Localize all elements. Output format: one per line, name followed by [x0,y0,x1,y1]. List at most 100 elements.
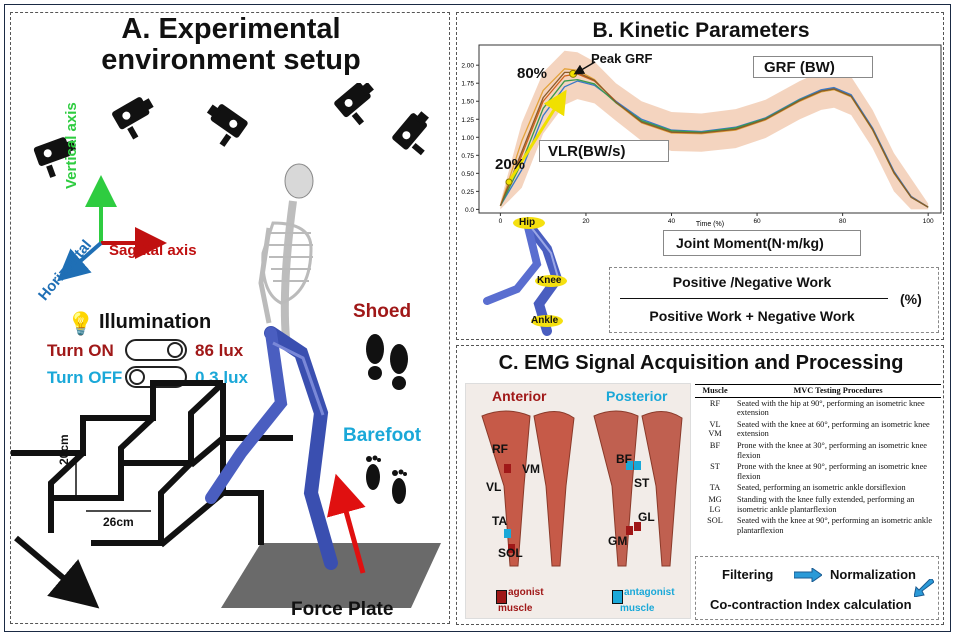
footprint-icon [366,455,407,504]
muscle-rf: RF [492,442,508,456]
lightbulb-icon: 💡 [67,311,95,336]
mvc-table-wrapper: Muscle MVC Testing Procedures RF Seated w… [695,384,941,536]
turn-off-label: Turn OFF [47,368,123,387]
mvc-row-muscle: ST [710,462,720,472]
electrode-markers [504,461,641,553]
formula-fraction-line [620,298,888,299]
mvc-row-muscle: TA [709,483,721,493]
figure-frame [4,4,951,632]
staircase [11,380,293,609]
muscle-gl: GL [638,510,655,524]
legend-antagonist-line2: muscle [620,603,655,614]
mvc-table: Muscle MVC Testing Procedures RF Seated w… [695,384,941,536]
step-depth-label: 26cm [103,515,134,529]
panel-c-title: C. EMG Signal Acquisition and Processing [498,352,904,374]
processing-pipeline: Filtering Normalization Co-contraction I… [695,556,939,620]
legend-agonist-line2: muscle [498,603,533,614]
muscle-ta: TA [492,514,508,528]
joint-knee-label: Knee [537,275,562,286]
peak-grf-label: Peak GRF [591,51,653,66]
mvc-row-muscle: RF [709,398,721,408]
cci-label: Co-contraction Index calculation [710,597,912,612]
y-tick-label: 1.00 [461,135,474,142]
mvc-row-muscle: SOL [707,516,723,526]
horizontal-axis-arrow [56,241,103,282]
mvc-row-procedure: Seated with the knee at 60°, performing … [737,419,930,439]
muscle-anatomy-figure: Anterior Posterior RF VM VL T [465,383,691,619]
muscle-vl: VL [486,480,502,494]
mvc-row: ST Prone with the knee at 90°, performing… [695,461,941,482]
formula-denominator: Positive Work + Negative Work [649,308,855,324]
y-tick-label: 0.50 [461,171,474,178]
down-left-arrow-icon [914,579,934,597]
mvc-row-procedure: Prone with the knee at 30°, performing a… [737,440,927,460]
turn-on-value: 86 lux [195,341,244,360]
posterior-label: Posterior [606,388,668,404]
mvc-row-procedure: Prone with the knee at 90°, performing a… [737,462,927,481]
joint-ankle-label: Ankle [531,315,559,326]
camera-icon [334,83,374,126]
step-height-label: 20cm [57,434,71,465]
vlr-start-point [505,178,513,186]
formula-unit: (%) [900,291,922,307]
force-plate-label: Force Plate [291,599,394,620]
panel-emg: C. EMG Signal Acquisition and Processing… [456,345,944,625]
anterior-legs [481,410,575,567]
work-formula: Positive /Negative Work Positive Work + … [609,267,939,333]
y-tick-label: 0.75 [461,153,474,160]
mvc-row-muscle: MG LG [708,494,722,514]
barefoot-label: Barefoot [343,425,422,446]
mvc-row-muscle: BF [709,440,721,450]
panel-b-title: B. Kinetic Parameters [592,19,810,42]
grf-arrow [327,473,366,574]
leg-muscle-drawing [481,410,683,567]
panel-experimental-setup: A. Experimental environment setup Vertic… [10,12,450,624]
y-tick-label: 0.25 [461,189,474,196]
legend-agonist-line1: agonist [508,587,544,598]
mvc-row-muscle: VL VM [708,419,722,439]
camera-icon [392,111,429,156]
x-tick-label: 60 [753,218,761,225]
turn-on-label: Turn ON [47,341,114,360]
leg-model-figure [483,217,567,336]
vlr-overlay [505,61,596,186]
filtering-label: Filtering [722,567,774,582]
agonist-legend-swatch [496,590,507,604]
normalization-label: Normalization [830,567,916,582]
x-tick-label: 0 [499,218,503,225]
turn-on-toggle[interactable] [125,339,187,361]
mvc-header-muscle: Muscle [695,384,735,398]
x-tick-label: 20 [582,218,590,225]
mvc-row: TA Seated, performing an isometric ankle … [695,482,941,494]
force-plate [221,543,441,608]
peak-point [569,69,578,78]
shoed-label: Shoed [353,301,412,322]
skeleton [205,163,338,570]
y-tick-label: 2.00 [461,63,474,70]
panel-a-title-line1: A. Experimental [121,13,341,45]
stairs-and-skeleton-drawing [11,163,441,609]
muscle-bf: BF [616,452,632,466]
y-tick-label: 1.25 [461,117,474,124]
grf-box: GRF (BW) [753,56,873,78]
mvc-row-procedure: Seated with the hip at 90°, performing a… [737,398,925,418]
x-axis-label: Time (%) [696,221,724,228]
right-arrow-icon [794,568,822,582]
legend-antagonist-line1: antagonist [624,587,675,598]
illumination-label: Illumination [99,311,212,333]
y-tick-label: 0.0 [465,207,474,214]
mvc-row-procedure: Seated, performing an isometric ankle do… [737,483,906,493]
panel-kinetic-parameters: B. Kinetic Parameters 0.0 0.25 0.50 0.75 1.0… [456,12,944,340]
pct80-label: 80% [517,65,548,82]
muscle-vm: VM [522,462,540,476]
mvc-header-procedure: MVC Testing Procedures [735,384,941,398]
camera-icons [33,83,429,178]
camera-icon [206,104,248,147]
y-ticks: 0.00.250.500.751.001.251.501.752.00 [461,63,479,214]
anterior-label: Anterior [492,388,547,404]
dimension-lines [75,453,151,512]
